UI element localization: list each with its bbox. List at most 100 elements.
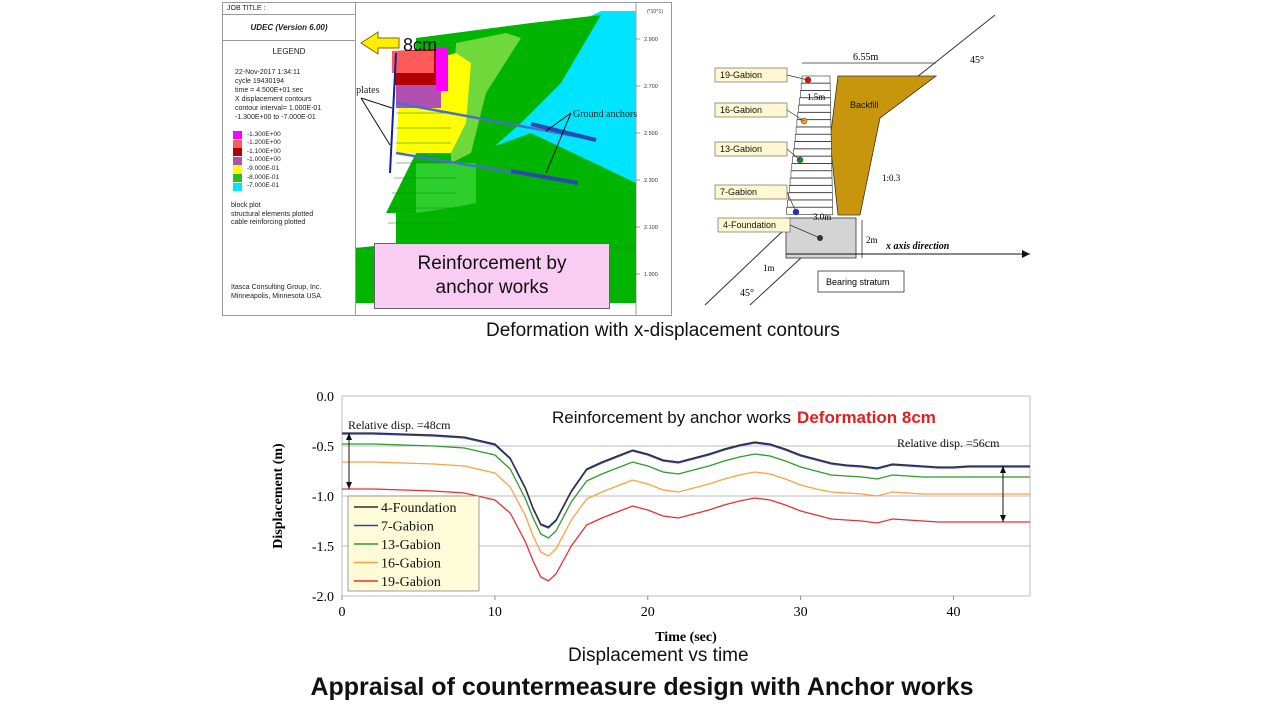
legend-label: -8.000E-01 bbox=[247, 173, 280, 181]
legend-label: -7.000E-01 bbox=[247, 182, 280, 190]
gabion-block bbox=[793, 148, 832, 157]
legend-entry: 7-Gabion bbox=[381, 520, 434, 535]
annotation-relative-56: Relative disp. =56cm bbox=[897, 436, 1000, 450]
legend-swatch bbox=[233, 148, 242, 157]
udec-info-line: cycle 19430194 bbox=[235, 78, 285, 85]
y-tick-label: -0.5 bbox=[312, 440, 334, 455]
job-title: JOB TITLE : bbox=[223, 3, 355, 15]
relative-56-arrow-tail-icon bbox=[1000, 515, 1006, 522]
legend-label: -1.300E+00 bbox=[247, 130, 281, 138]
gabion-block bbox=[796, 119, 832, 128]
legend-label: -9.000E-01 bbox=[247, 164, 280, 172]
gabion-wall-diagram: Backfill 19-Gabion16-Gabion13-Gabion7-Ga… bbox=[704, 14, 1030, 306]
udec-ytick-label: 2.700 bbox=[644, 84, 658, 90]
bearing-plates-label: Bearing plates bbox=[356, 85, 380, 96]
gabion-block bbox=[801, 75, 831, 84]
mid-green-zone bbox=[416, 163, 476, 213]
arrow-label: 8cm bbox=[403, 35, 437, 55]
y-tick-label: -1.5 bbox=[312, 540, 334, 555]
udec-info-line: X displacement contours bbox=[235, 96, 312, 103]
height-label: 2m bbox=[866, 235, 878, 245]
backfill-label: Backfill bbox=[850, 100, 879, 110]
bearing-stratum-box bbox=[817, 270, 905, 293]
caption-bottom: Displacement vs time bbox=[568, 645, 749, 666]
legend-swatch bbox=[233, 165, 242, 174]
gabion-block bbox=[786, 207, 833, 215]
annotation-relative-48: Relative disp. =48cm bbox=[348, 418, 451, 432]
x-axis-direction-label: x axis direction bbox=[885, 241, 950, 252]
angle-top-label: 45° bbox=[970, 55, 984, 66]
gabion-width-label: 1.5m bbox=[807, 92, 825, 102]
gabion-leader-line bbox=[786, 74, 809, 81]
top-width-label: 6.55m bbox=[853, 52, 879, 63]
x-axis-arrow-head-icon bbox=[1022, 250, 1030, 258]
udec-scale-unit: (*10^1) bbox=[647, 9, 663, 15]
gabion-block bbox=[792, 156, 832, 164]
lower-slope-line bbox=[704, 227, 787, 306]
slope-ratio-label: 1:0.3 bbox=[882, 173, 901, 183]
udec-ytick-label: 2.900 bbox=[644, 37, 658, 43]
series-line-16-gabion bbox=[342, 461, 1030, 557]
gabion-block bbox=[800, 90, 831, 98]
legend-entry: 4-Foundation bbox=[381, 501, 456, 516]
y-axis-label: Displacement (m) bbox=[271, 443, 286, 549]
gabion-block bbox=[788, 192, 833, 201]
ground-anchors-label: Ground anchors bbox=[573, 109, 637, 120]
gabion-label: 7-Gabion bbox=[720, 187, 757, 197]
legend-title: LEGEND bbox=[272, 47, 306, 56]
lower-anchor-bond bbox=[510, 169, 579, 185]
series-line-19-gabion bbox=[342, 488, 1030, 582]
x-tick-label: 0 bbox=[339, 605, 346, 620]
gabion-label: 4-Foundation bbox=[723, 220, 776, 230]
bearing-stratum-label: Bearing stratum bbox=[826, 277, 890, 287]
udec-version: UDEC (Version 6.00) bbox=[223, 16, 355, 41]
gabion-block bbox=[789, 177, 833, 186]
x-axis-label: Time (sec) bbox=[655, 630, 717, 645]
udec-note-line: cable reinforcing plotted bbox=[231, 219, 306, 226]
udec-info-line: -1.300E+00 to -7.000E-01 bbox=[235, 114, 316, 121]
legend-swatch bbox=[233, 131, 242, 139]
udec-info-line: contour interval= 1.000E-01 bbox=[235, 105, 322, 112]
gabion-block bbox=[788, 185, 833, 193]
chart-title-prefix: Reinforcement by anchor works bbox=[552, 408, 791, 427]
y-tick-label: -2.0 bbox=[312, 590, 334, 605]
legend-entry: 19-Gabion bbox=[381, 575, 441, 590]
gabion-label: 16-Gabion bbox=[720, 105, 762, 115]
udec-company-line: Itasca Consulting Group, Inc. bbox=[231, 284, 322, 291]
reinforcement-line-1: Reinforcement by bbox=[417, 253, 567, 274]
gabion-leader-line bbox=[786, 148, 801, 161]
series-line-13-gabion bbox=[342, 443, 1030, 539]
gabion-leader-line bbox=[786, 109, 805, 122]
udec-note-line: structural elements plotted bbox=[231, 210, 314, 218]
udec-company-line: Minneapolis, Minnesota USA bbox=[231, 293, 321, 300]
x-tick-label: 20 bbox=[641, 605, 655, 620]
legend-entry: 13-Gabion bbox=[381, 538, 441, 553]
red-zone bbox=[392, 51, 434, 73]
gabion-label: 19-Gabion bbox=[720, 70, 762, 80]
y-tick-label: -1.0 bbox=[312, 490, 334, 505]
gabion-block bbox=[791, 163, 833, 171]
legend-entry: 16-Gabion bbox=[381, 557, 441, 572]
udec-info-line: time = 4.500E+01 sec bbox=[235, 87, 304, 94]
udec-info-line: 22-Nov-2017 1:34:11 bbox=[235, 69, 301, 76]
udec-note-line: block plot bbox=[231, 202, 261, 209]
gabion-block bbox=[795, 126, 832, 135]
legend-label: -1.200E+00 bbox=[247, 139, 281, 147]
relative-48-arrow-tail-icon bbox=[346, 482, 352, 489]
reinforcement-callout: Reinforcement by anchor works bbox=[374, 243, 610, 309]
backfill-zone bbox=[829, 75, 938, 216]
x-tick-label: 30 bbox=[794, 605, 808, 620]
legend-swatch bbox=[233, 182, 242, 191]
chart-legend: 4-Foundation 7-Gabion 13-Gabion 16-Gabion 19… bbox=[347, 495, 480, 592]
y-tick-label: 0.0 bbox=[317, 390, 335, 405]
angle-bottom-label: 45° bbox=[740, 288, 754, 299]
legend-swatch bbox=[233, 156, 242, 165]
gabion-block bbox=[797, 112, 832, 120]
gabion-block bbox=[790, 170, 833, 179]
base-width-label: 3.0m bbox=[813, 212, 831, 222]
legend-swatch bbox=[233, 139, 242, 148]
udec-ytick-label: 1.900 bbox=[644, 272, 658, 278]
lower-slope-line-2 bbox=[749, 256, 803, 306]
